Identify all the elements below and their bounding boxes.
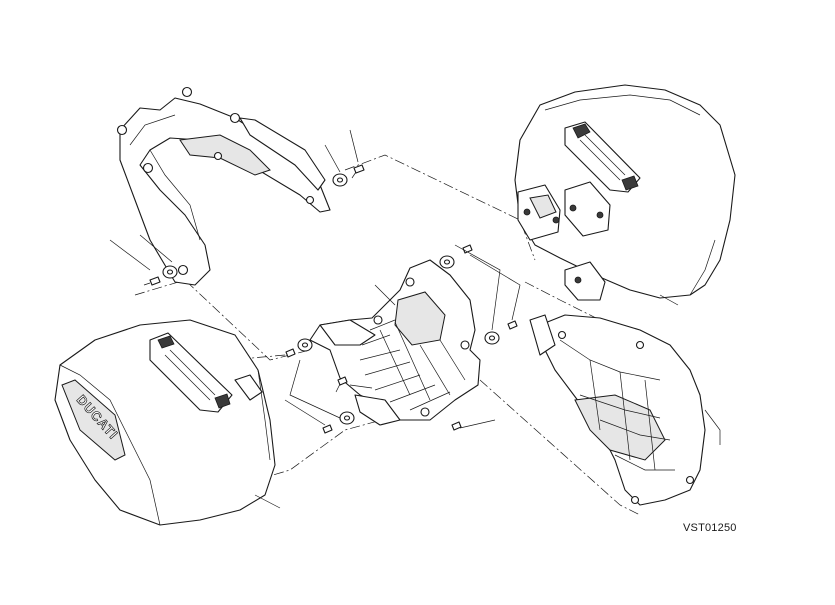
right-side-case (514, 84, 736, 301)
screw-center-left (285, 348, 296, 358)
spacer-lower (339, 411, 355, 425)
spacer-center-left (297, 338, 313, 352)
screw-upper-left (351, 164, 365, 179)
screw-lower-right (451, 421, 462, 431)
rear-subframe (529, 314, 721, 506)
screw-center-middle (335, 376, 348, 393)
spacer-left (162, 265, 178, 279)
spacer-center-right (484, 331, 500, 345)
left-side-case: DUCATI (54, 319, 276, 526)
screw-center-right (507, 320, 518, 330)
spacer-upper-left (332, 173, 348, 187)
screw-lower (322, 424, 333, 434)
drawing-code: VST01250 (683, 522, 737, 534)
screws-and-spacers (143, 164, 518, 434)
spacer-center-top (439, 255, 455, 269)
screw-left (143, 276, 161, 286)
center-carrier-bracket (309, 259, 481, 426)
leader-lines (109, 129, 679, 509)
left-mounting-frame (116, 86, 331, 286)
